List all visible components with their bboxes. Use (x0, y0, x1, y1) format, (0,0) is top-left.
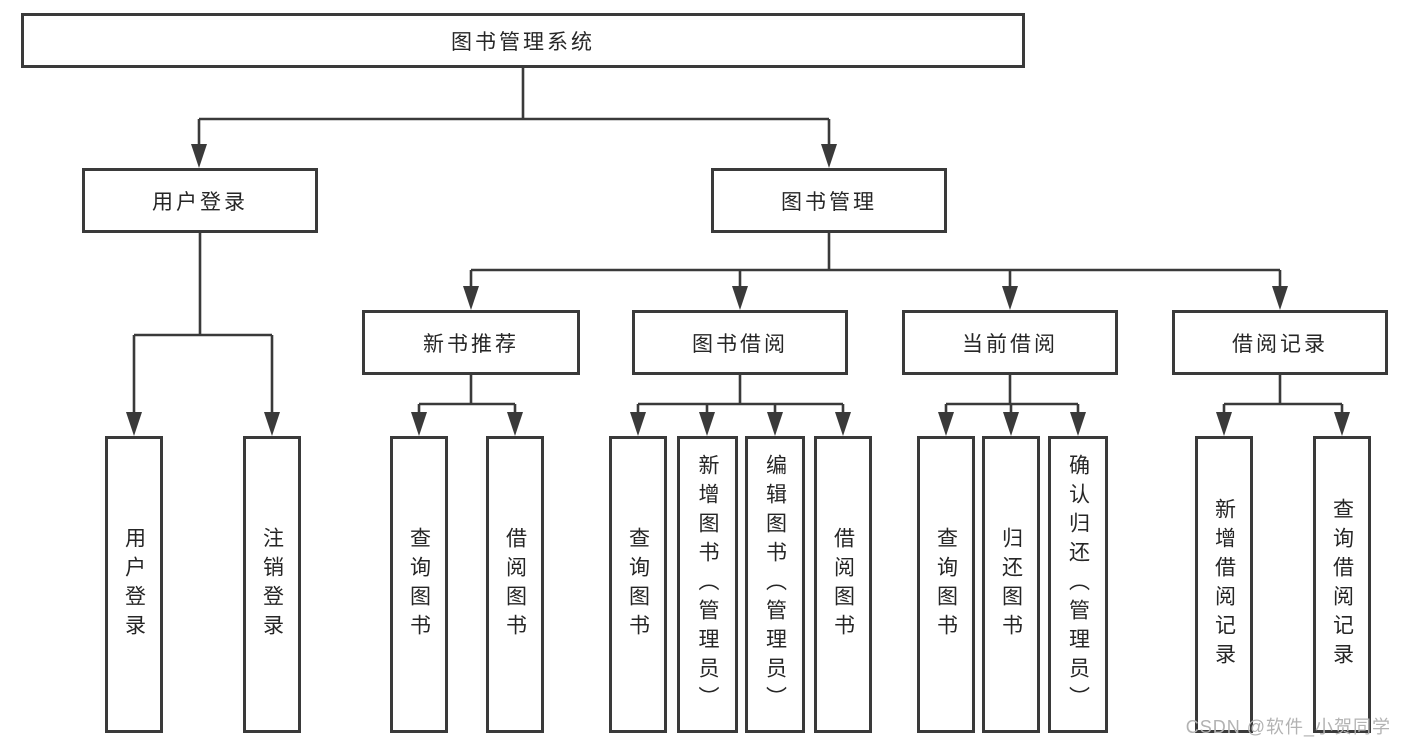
arrowhead-icon (1070, 412, 1086, 436)
leaf-query-book-recommend: 查询图书 (390, 436, 448, 733)
leaf-label: 确认归还（管理员） (1066, 454, 1090, 715)
arrowhead-icon (699, 412, 715, 436)
node-book-borrow: 图书借阅 (632, 310, 848, 375)
node-book-management-label: 图书管理 (781, 190, 877, 214)
leaf-query-borrow-record: 查询借阅记录 (1313, 436, 1371, 733)
arrowhead-icon (938, 412, 954, 436)
node-current-borrow-label: 当前借阅 (962, 332, 1058, 356)
node-borrow-records-label: 借阅记录 (1232, 332, 1328, 356)
arrowhead-icon (1002, 286, 1018, 310)
connector-borrow-records-children (1216, 375, 1350, 436)
leaf-label: 编辑图书（管理员） (763, 454, 787, 715)
leaf-logout: 注销登录 (243, 436, 301, 733)
node-user-login-label: 用户登录 (152, 190, 248, 214)
leaf-label: 借阅图书 (831, 526, 855, 643)
arrowhead-icon (821, 144, 837, 168)
connector-current-borrow-children (938, 375, 1086, 436)
leaf-query-book-current: 查询图书 (917, 436, 975, 733)
arrowhead-icon (191, 144, 207, 168)
arrowhead-icon (1334, 412, 1350, 436)
leaf-confirm-return-admin: 确认归还（管理员） (1048, 436, 1108, 733)
leaf-borrow-book-recommend: 借阅图书 (486, 436, 544, 733)
arrowhead-icon (463, 286, 479, 310)
leaf-borrow-book: 借阅图书 (814, 436, 872, 733)
arrowhead-icon (732, 286, 748, 310)
leaf-label: 新增借阅记录 (1212, 497, 1236, 672)
connector-user-login-children (126, 233, 280, 436)
leaf-add-book-admin: 新增图书（管理员） (677, 436, 738, 733)
leaf-user-login: 用户登录 (105, 436, 163, 733)
node-user-login: 用户登录 (82, 168, 318, 233)
arrowhead-icon (1003, 412, 1019, 436)
leaf-query-book-borrow: 查询图书 (609, 436, 667, 733)
connector-new-book-children (411, 375, 523, 436)
leaf-label: 用户登录 (122, 526, 146, 643)
arrowhead-icon (411, 412, 427, 436)
connector-book-borrow-children (630, 375, 851, 436)
node-borrow-records: 借阅记录 (1172, 310, 1388, 375)
node-root: 图书管理系统 (21, 13, 1025, 68)
arrowhead-icon (507, 412, 523, 436)
node-book-management: 图书管理 (711, 168, 947, 233)
arrowhead-icon (767, 412, 783, 436)
leaf-label: 查询图书 (407, 526, 431, 643)
arrowhead-icon (126, 412, 142, 436)
node-book-borrow-label: 图书借阅 (692, 332, 788, 356)
leaf-label: 借阅图书 (503, 526, 527, 643)
leaf-label: 新增图书（管理员） (696, 454, 719, 715)
leaf-add-borrow-record: 新增借阅记录 (1195, 436, 1253, 733)
node-new-book-recommend-label: 新书推荐 (423, 332, 519, 356)
leaf-return-book: 归还图书 (982, 436, 1040, 733)
leaf-edit-book-admin: 编辑图书（管理员） (745, 436, 805, 733)
node-new-book-recommend: 新书推荐 (362, 310, 580, 375)
leaf-label: 注销登录 (260, 526, 284, 643)
connector-book-management-children (463, 233, 1288, 310)
leaf-label: 查询借阅记录 (1330, 497, 1354, 672)
arrowhead-icon (835, 412, 851, 436)
arrowhead-icon (1216, 412, 1232, 436)
connector-root-to-level2 (191, 68, 837, 168)
leaf-label: 归还图书 (999, 526, 1023, 643)
arrowhead-icon (264, 412, 280, 436)
node-current-borrow: 当前借阅 (902, 310, 1118, 375)
watermark: CSDN @软件_小贺同学 (1185, 717, 1391, 737)
leaf-label: 查询图书 (934, 526, 958, 643)
node-root-label: 图书管理系统 (451, 30, 595, 54)
arrowhead-icon (630, 412, 646, 436)
arrowhead-icon (1272, 286, 1288, 310)
leaf-label: 查询图书 (626, 526, 650, 643)
